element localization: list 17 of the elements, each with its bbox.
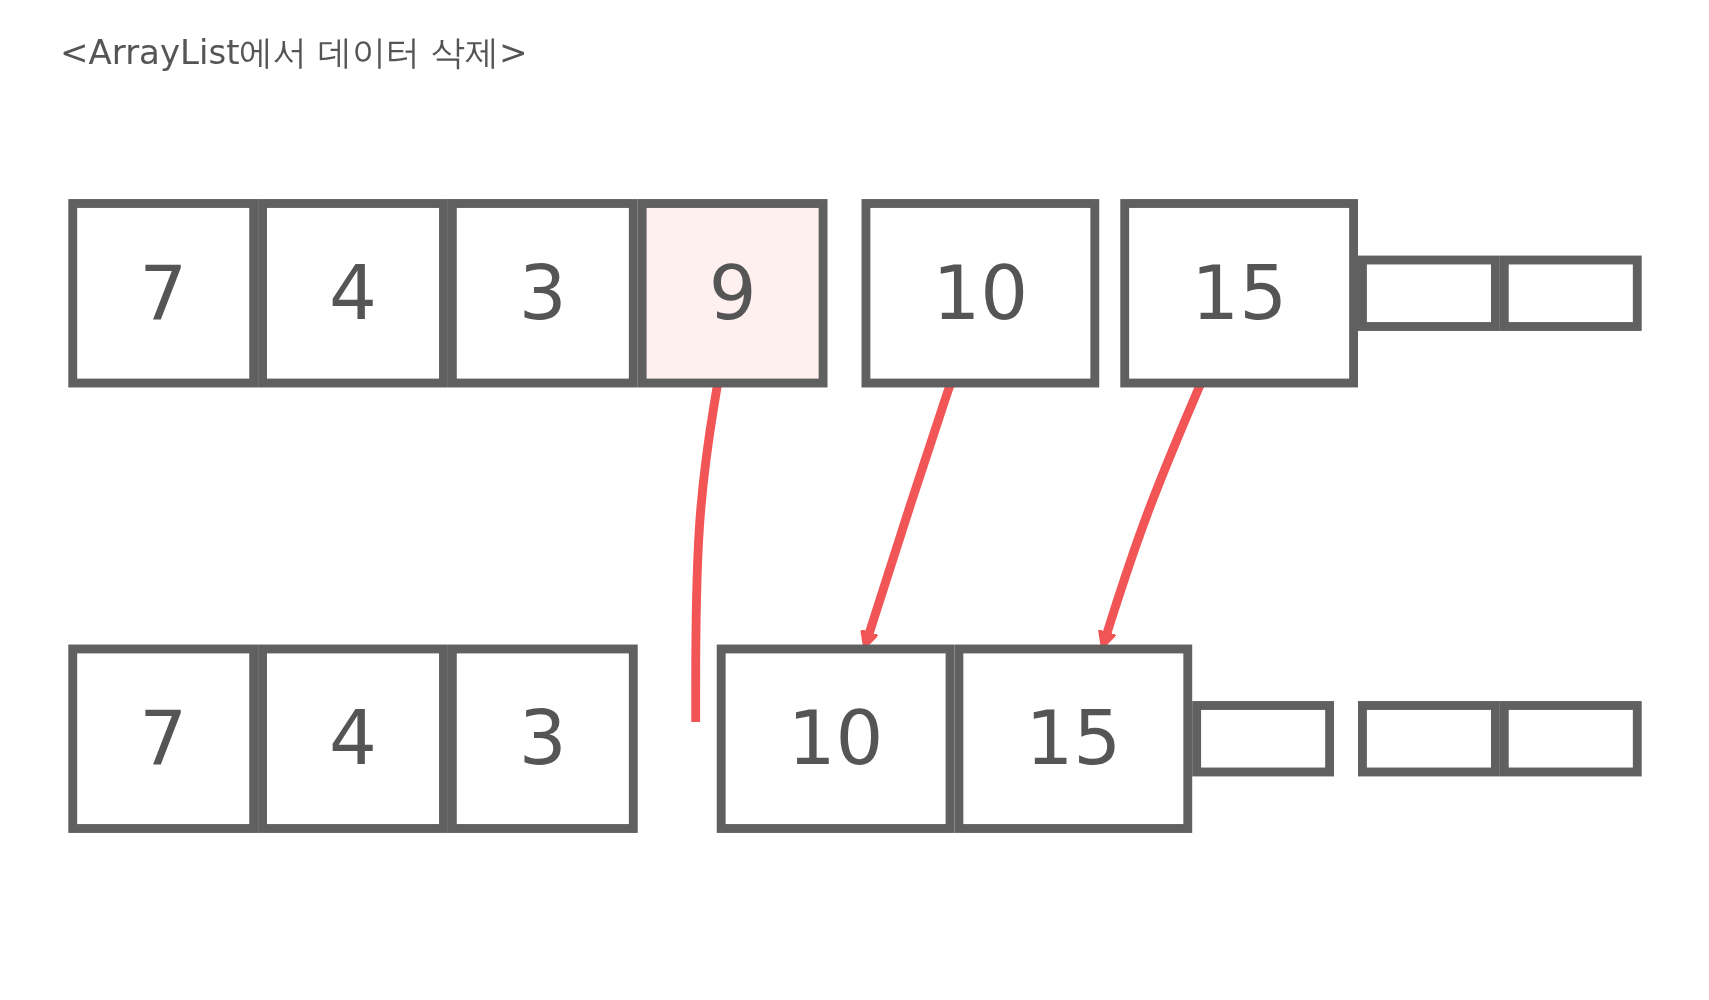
node-box: 4 [257,199,448,388]
node-box: 15 [953,644,1192,833]
node-box: 3 [447,644,638,833]
node-box: 4 [257,644,448,833]
diagram-title: <ArrayList에서 데이터 삭제> [60,31,529,74]
node-box: 10 [716,644,954,833]
node-box [1499,255,1642,331]
node-box [1357,255,1500,331]
node-box: 7 [67,199,258,388]
node-box [1499,701,1642,777]
node-box: 7 [67,644,258,833]
node-box: 10 [861,199,1099,388]
node-box [1357,701,1500,777]
node-box: 3 [447,199,638,388]
node-box: 9 [637,199,827,388]
node-box: 15 [1119,199,1358,388]
node-box [1191,701,1334,777]
